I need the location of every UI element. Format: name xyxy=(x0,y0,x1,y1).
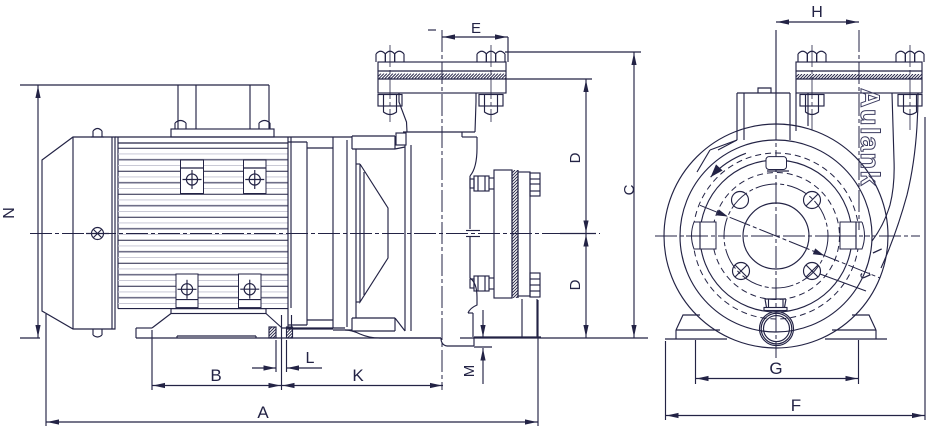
svg-text:A: A xyxy=(257,403,269,422)
svg-text:F: F xyxy=(791,396,801,415)
svg-text:D: D xyxy=(567,279,584,290)
svg-text:K: K xyxy=(352,366,364,385)
svg-text:L: L xyxy=(306,350,315,367)
svg-text:E: E xyxy=(471,20,481,37)
svg-text:M: M xyxy=(461,365,478,378)
svg-text:C: C xyxy=(621,184,638,195)
svg-text:I: I xyxy=(869,246,885,256)
svg-text:Aulank: Aulank xyxy=(855,88,885,187)
svg-text:H: H xyxy=(811,4,823,21)
svg-text:B: B xyxy=(210,366,221,385)
svg-text:D: D xyxy=(567,152,584,163)
svg-text:G: G xyxy=(769,359,782,378)
svg-text:N: N xyxy=(1,207,18,219)
